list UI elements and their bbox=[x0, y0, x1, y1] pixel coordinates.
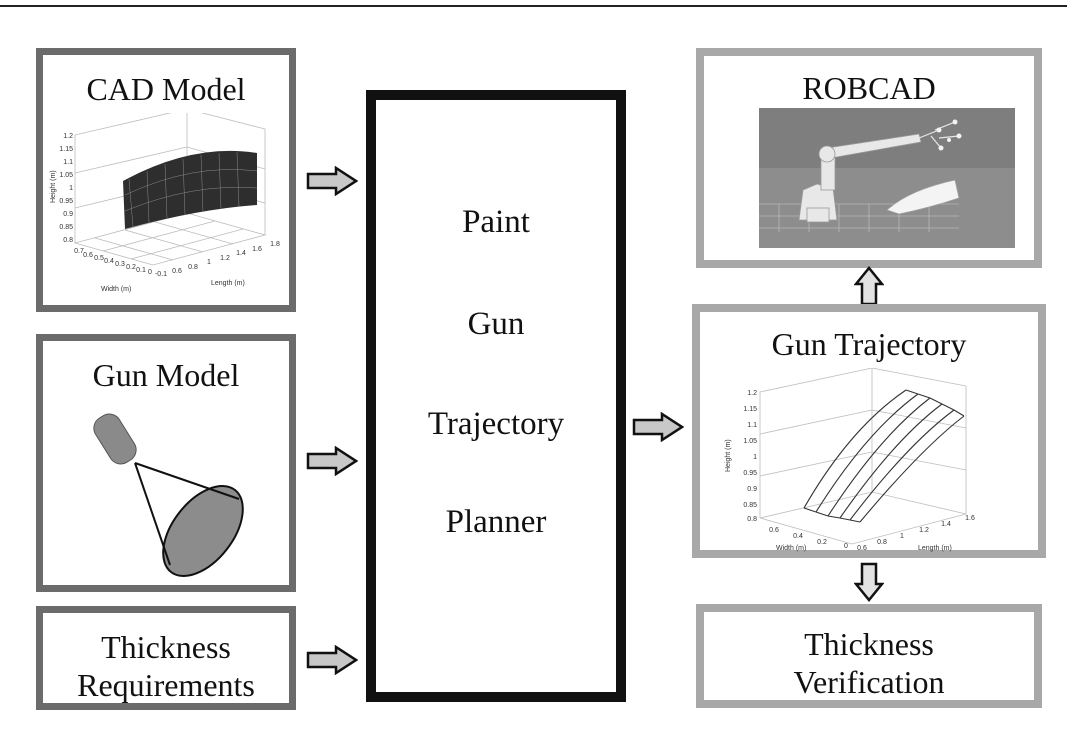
cad-model-title: CAD Model bbox=[86, 71, 246, 107]
cad-x-tick: 0.3 bbox=[115, 261, 125, 268]
gun-trajectory-box: Gun Trajectory 1.2 1.15 bbox=[692, 304, 1046, 558]
cad-z-tick: 0.9 bbox=[63, 211, 73, 218]
traj-z-tick: 1.15 bbox=[743, 406, 757, 413]
cad-x-label: Width (m) bbox=[101, 286, 131, 293]
planner-line3: Trajectory bbox=[427, 406, 565, 442]
cad-z-tick: 0.85 bbox=[59, 224, 73, 231]
arrow-right-icon bbox=[306, 645, 358, 675]
traj-y-tick: 1.4 bbox=[941, 521, 951, 528]
cad-y-tick: 1.6 bbox=[252, 246, 262, 253]
robcad-title: ROBCAD bbox=[802, 70, 936, 106]
gun-model-title: Gun Model bbox=[92, 357, 240, 393]
cad-y-label: Length (m) bbox=[211, 280, 245, 287]
traj-z-tick: 0.95 bbox=[743, 470, 757, 477]
traj-z-tick: 1.05 bbox=[743, 438, 757, 445]
traj-z-tick: 1.1 bbox=[747, 422, 757, 429]
cad-y-tick: 1.2 bbox=[220, 255, 230, 262]
traj-y-tick: 1.6 bbox=[965, 515, 975, 522]
top-rule bbox=[0, 5, 1067, 7]
arrow-right-icon bbox=[306, 166, 358, 196]
robot-arm-icon bbox=[798, 133, 922, 223]
cad-x-tick: 0.7 bbox=[74, 248, 84, 255]
planner-line2: Gun bbox=[467, 306, 525, 342]
traj-z-tick: 0.85 bbox=[743, 502, 757, 509]
cad-model-box: CAD Model 1.2 1.15 1.1 bbox=[36, 48, 296, 312]
robcad-simulation-image bbox=[759, 108, 1015, 248]
cad-x-tick: 0.6 bbox=[83, 252, 93, 259]
thickness-verification-box: Thickness Verification bbox=[696, 604, 1042, 708]
traj-y-label: Length (m) bbox=[918, 545, 952, 552]
thickness-requirements-line1: Thickness bbox=[101, 629, 231, 665]
traj-x-tick: 0.6 bbox=[769, 527, 779, 534]
spray-cone-base-icon bbox=[162, 485, 244, 577]
gun-trajectory-title: Gun Trajectory bbox=[771, 326, 967, 362]
thickness-requirements-box: Thickness Requirements bbox=[36, 606, 296, 710]
thickness-requirements-line2: Requirements bbox=[77, 667, 255, 703]
cad-x-tick: -0.1 bbox=[155, 271, 167, 278]
cad-surface-plot: 1.2 1.15 1.1 1.05 1 0.95 0.9 0.85 0.8 He… bbox=[50, 113, 280, 293]
cad-z-label: Height (m) bbox=[50, 170, 57, 203]
planner-line1: Paint bbox=[462, 204, 530, 240]
cad-z-tick: 1.15 bbox=[59, 146, 73, 153]
traj-z-tick: 1.2 bbox=[747, 390, 757, 397]
cad-y-tick: 1 bbox=[207, 259, 211, 266]
traj-x-label: Width (m) bbox=[776, 545, 806, 552]
traj-z-label: Height (m) bbox=[725, 439, 732, 472]
arrow-down-icon bbox=[854, 562, 884, 602]
cad-z-tick: 1.2 bbox=[63, 133, 73, 140]
traj-z-tick: 0.8 bbox=[747, 516, 757, 523]
traj-x-tick: 0.2 bbox=[817, 539, 827, 546]
cad-x-tick: 0.2 bbox=[126, 264, 136, 271]
thickness-verification-line2: Verification bbox=[793, 664, 945, 700]
arrow-right-icon bbox=[632, 412, 684, 442]
cad-y-tick: 0.8 bbox=[188, 264, 198, 271]
cad-x-tick: 0.1 bbox=[136, 267, 146, 274]
spray-cone-icon bbox=[134, 462, 240, 566]
cad-y-tick: 1.4 bbox=[236, 250, 246, 257]
cad-x-tick: 0.4 bbox=[104, 258, 114, 265]
gun-trajectory-plot: 1.2 1.15 1.1 1.05 1 0.95 0.9 0.85 0.8 He… bbox=[725, 368, 975, 552]
planner-line4: Planner bbox=[445, 504, 547, 540]
spray-gun-illustration bbox=[93, 413, 244, 577]
arrow-up-icon bbox=[854, 266, 884, 306]
cad-z-tick: 0.8 bbox=[63, 237, 73, 244]
cad-y-tick: 1.8 bbox=[270, 241, 280, 248]
cad-z-tick: 1.1 bbox=[63, 159, 73, 166]
traj-z-tick: 1 bbox=[753, 454, 757, 461]
traj-x-tick: 0 bbox=[844, 543, 848, 550]
thickness-verification-line1: Thickness bbox=[804, 626, 934, 662]
traj-y-tick: 1.2 bbox=[919, 527, 929, 534]
traj-y-tick: 0.6 bbox=[857, 545, 867, 552]
cad-z-tick: 0.95 bbox=[59, 198, 73, 205]
cad-z-tick: 1 bbox=[69, 185, 73, 192]
traj-y-tick: 1 bbox=[900, 533, 904, 540]
robcad-box: ROBCAD bbox=[696, 48, 1042, 268]
arrow-right-icon bbox=[306, 446, 358, 476]
cad-x-tick: 0 bbox=[148, 269, 152, 276]
traj-y-tick: 0.8 bbox=[877, 539, 887, 546]
traj-x-tick: 0.4 bbox=[793, 533, 803, 540]
gun-model-box: Gun Model bbox=[36, 334, 296, 592]
traj-z-tick: 0.9 bbox=[747, 486, 757, 493]
cad-y-tick: 0.6 bbox=[172, 268, 182, 275]
cad-z-tick: 1.05 bbox=[59, 172, 73, 179]
trajectory-planner-box: Paint Gun Trajectory Planner bbox=[366, 90, 626, 702]
workpiece-icon bbox=[886, 179, 960, 215]
gun-body-icon bbox=[93, 413, 137, 465]
cad-x-tick: 0.5 bbox=[94, 255, 104, 262]
